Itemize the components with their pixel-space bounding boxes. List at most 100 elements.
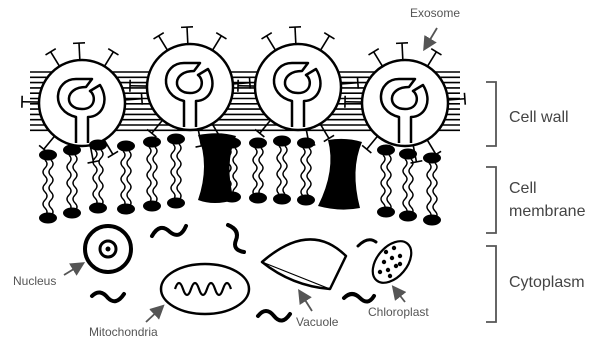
phospholipid-tail [409,159,413,215]
exosome-spike [320,36,329,50]
phospholipid-tail [147,147,151,203]
exosome-spike [427,140,436,155]
phospholipid-head [423,215,441,226]
exosome-spike [187,27,188,44]
layer-brackets [486,82,496,322]
chloroplast-strand [358,240,376,246]
phospholipid-head [89,140,107,151]
exosome-spike-tip [249,77,250,89]
exosome-spike-tip [357,77,358,89]
label-exosome: Exosome [410,6,460,20]
phospholipid-head [423,153,441,164]
exosome-spike [51,52,60,66]
phospholipid-head [63,208,81,219]
phospholipid-tail [381,155,385,211]
exosome-spike-tip [216,33,226,39]
exosome-spike-tip [141,93,142,105]
exosome-spike-tip [431,49,441,55]
phospholipid-tail [121,151,125,207]
phospholipid-tail [307,148,311,196]
phospholipid-tail [171,144,175,200]
layer-bracket [486,167,496,233]
phospholipid-tail [259,148,263,196]
arrow-vacuole [300,292,312,311]
exosome-spike-tip [181,27,193,28]
phospholipid-tail [433,163,437,219]
exosome-spike-tip [108,151,118,157]
phospholipid-head [39,150,57,161]
phospholipid-head [377,145,395,156]
chloroplast-granum [394,264,398,268]
chloroplast-granum [378,270,382,274]
phospholipid-tail [301,148,305,196]
phospholipid-head [273,194,291,205]
exosome-spike-tip [289,27,301,28]
exosome-spike-tip [396,43,408,44]
exosome-spike-tip [108,49,118,55]
exosome-spike [367,136,378,149]
exosome-spike-tip [262,33,272,39]
phospholipid-tail [283,146,287,194]
exosome-spike [427,52,436,66]
chloroplast-granum [384,250,388,254]
phospholipid-head [63,145,81,156]
exosome-spike-tip [73,43,85,44]
exosome-spike [260,120,271,133]
exosome-spike [44,136,55,149]
arrow-exosome [425,28,437,48]
phospholipid-head [143,137,161,148]
chloroplast-granum [398,262,402,266]
chloroplast-granum [382,260,386,264]
chloroplast-granum [388,274,392,278]
label-chloroplast: Chloroplast [368,305,429,319]
phospholipid-tail [43,160,47,216]
phospholipid-tail [253,148,257,196]
phospholipid-head [249,193,267,204]
phospholipid-tail [153,147,157,203]
exosome-spike [374,52,383,66]
phospholipid-tail [49,160,53,216]
exosome-spike [152,120,163,133]
exosome-spike-tip [464,93,465,105]
phospholipid-head [89,203,107,214]
chloroplast-granum [386,268,390,272]
chloroplast-granum [398,254,402,258]
phospholipid-head [167,198,185,209]
phospholipid-head [143,201,161,212]
phospholipid-head [377,207,395,218]
label-cell-wall: Cell wall [509,109,569,127]
exosome-spike [159,36,168,50]
exosome-group [22,27,465,163]
phospholipid-head [297,195,315,206]
phospholipid-head [167,134,185,145]
layer-bracket [486,246,496,322]
exosome-spike-tip [369,49,379,55]
exosome-spike-tip [324,33,334,39]
arrow-chloroplast [394,288,405,302]
phospholipid-tail [93,150,97,206]
cytoplasm-squiggle [228,225,244,252]
phospholipid-tail [99,150,103,206]
exosome-spike [212,36,221,50]
phospholipid-tail [403,159,407,215]
exosome-spike [402,43,403,60]
phospholipid-head [399,149,417,160]
cytoplasm-squiggle [152,226,186,236]
phospholipid-tail [387,155,391,211]
chloroplast-granum [392,246,396,250]
phospholipid-tail [427,163,431,219]
membrane-protein [318,139,362,210]
exosome-spike [79,43,80,60]
arrow-mitochondria [146,307,162,322]
cell-membrane-layer [39,133,441,225]
layer-bracket [486,82,496,146]
exosome-spike [295,27,296,44]
phospholipid-tail [73,155,77,211]
cytoplasm-squiggle [258,311,290,321]
exosome-spike-tip [154,33,164,39]
phospholipid-head [273,136,291,147]
phospholipid-tail [233,148,237,196]
cytoplasm-squiggle [92,292,124,301]
